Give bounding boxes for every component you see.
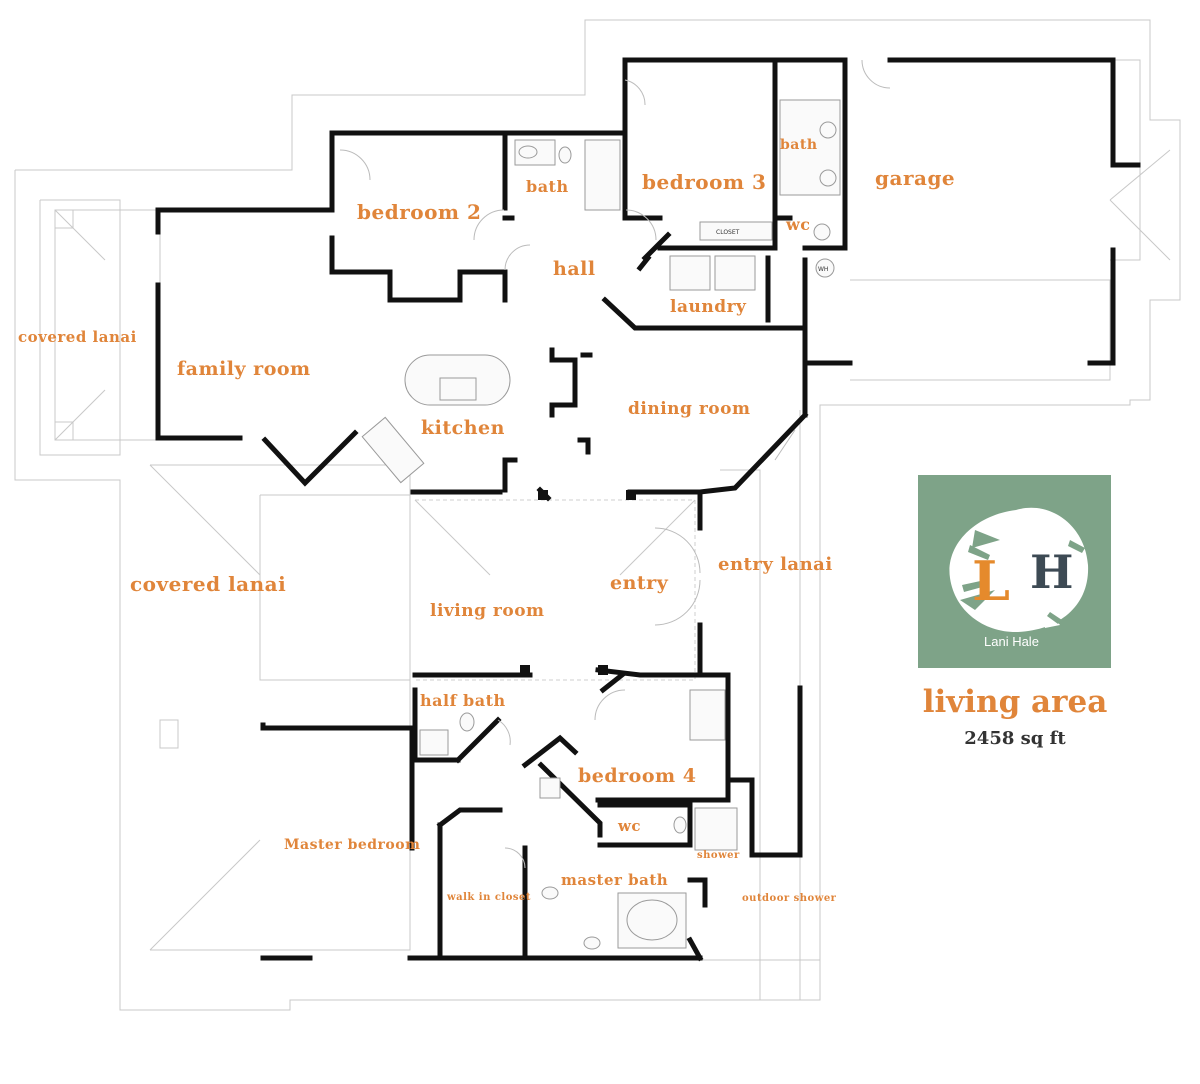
- label-living-room: living room: [430, 601, 545, 621]
- label-garage: garage: [875, 166, 955, 190]
- label-dining-room: dining room: [628, 399, 750, 419]
- lani-hale-logo: L H Lani Hale: [918, 475, 1111, 668]
- label-master-bath: master bath: [561, 871, 668, 889]
- label-kitchen: kitchen: [421, 417, 505, 439]
- label-bedroom-2: bedroom 2: [357, 200, 481, 224]
- room-labels: covered lanai family room bedroom 2 bath…: [18, 137, 955, 904]
- label-outdoor-shower: outdoor shower: [742, 893, 837, 904]
- label-covered-lanai-left: covered lanai: [18, 328, 137, 346]
- label-entry-lanai: entry lanai: [718, 554, 833, 575]
- label-bath-right: bath: [780, 137, 818, 153]
- label-laundry: laundry: [670, 297, 747, 317]
- label-family-room: family room: [177, 358, 311, 380]
- legend-area: 2458 sq ft: [964, 728, 1066, 749]
- label-bedroom-4: bedroom 4: [578, 765, 696, 787]
- label-covered-lanai-bottom: covered lanai: [130, 572, 286, 596]
- closet-label: CLOSET: [716, 229, 740, 236]
- label-hall: hall: [553, 258, 596, 280]
- water-heater-label: WH: [818, 266, 828, 273]
- label-master-bedroom: Master bedroom: [284, 837, 420, 853]
- walls: [155, 57, 1141, 962]
- legend-title: living area: [922, 684, 1108, 720]
- label-shower: shower: [697, 850, 740, 861]
- closet-shelf: [699, 221, 773, 241]
- logo-brand-name: Lani Hale: [984, 634, 1039, 649]
- label-bedroom-3: bedroom 3: [642, 170, 766, 194]
- logo-letter-l: L: [972, 549, 1010, 613]
- label-wc-lower: wc: [617, 817, 641, 835]
- label-wc-upper: wc: [785, 215, 811, 234]
- doors: [339, 59, 891, 869]
- label-walk-in-closet: walk in closet: [446, 892, 531, 903]
- label-bath-upper: bath: [526, 177, 569, 196]
- fixtures: CLOSET WH: [361, 99, 841, 950]
- label-half-bath: half bath: [420, 691, 506, 710]
- logo-letter-h: H: [1030, 545, 1073, 599]
- label-entry: entry: [610, 572, 669, 594]
- monstera-leaf-icon: [949, 507, 1089, 633]
